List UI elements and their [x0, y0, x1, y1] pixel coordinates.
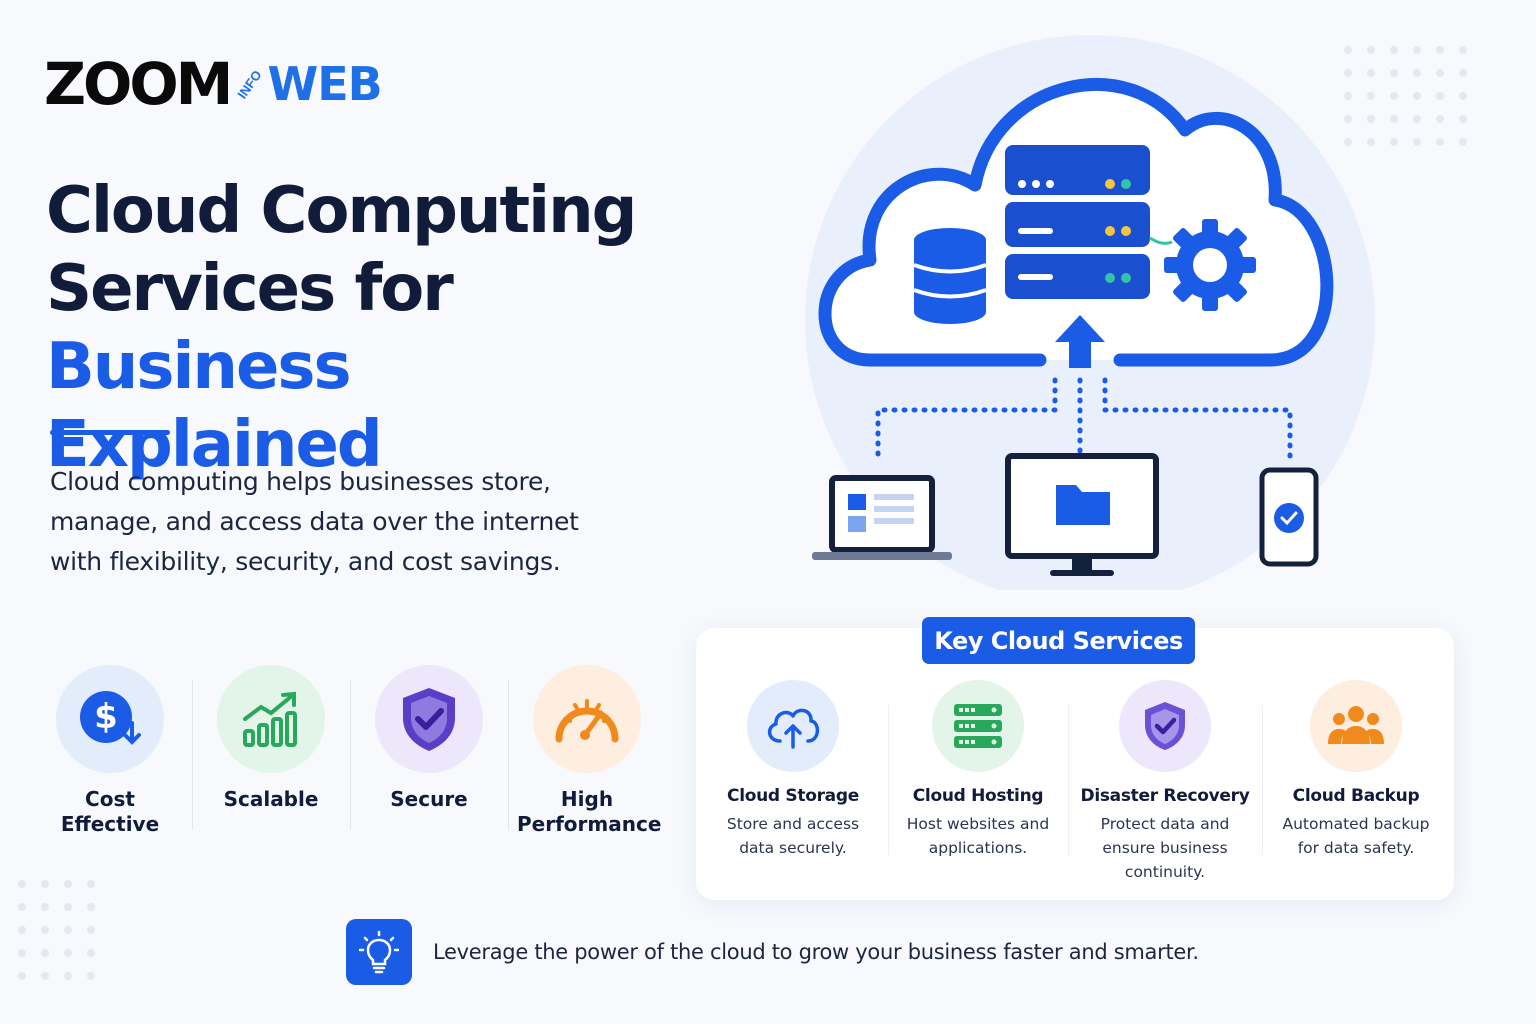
service-divider — [1068, 705, 1069, 855]
benefit-secure: Secure — [359, 665, 499, 812]
dollar-down-icon: $ — [56, 665, 164, 773]
benefit-scalable: Scalable — [201, 665, 341, 812]
service-cloud-storage: Cloud Storage Store and access data secu… — [703, 680, 883, 860]
shield-check-icon — [1119, 680, 1211, 772]
service-name: Disaster Recovery — [1080, 786, 1250, 806]
service-name: Cloud Storage — [727, 786, 859, 806]
intro-paragraph: Cloud computing helps businesses store, … — [50, 467, 579, 576]
svg-text:$: $ — [94, 697, 118, 737]
speedometer-icon — [533, 665, 641, 773]
phone-icon — [1259, 467, 1319, 567]
service-desc: Automated backup for data safety. — [1282, 815, 1430, 857]
logo-info-text: INFO — [234, 66, 265, 102]
logo-zoom-text: ZOOM — [44, 50, 233, 118]
service-desc: Protect data and ensure business continu… — [1100, 815, 1230, 881]
benefit-label-line1: Secure — [390, 787, 468, 811]
lightbulb-icon — [346, 919, 412, 985]
users-icon — [1310, 680, 1402, 772]
service-name: Cloud Hosting — [912, 786, 1044, 806]
benefit-label-line2: Performance — [517, 812, 662, 836]
decorative-dots-bottom — [18, 880, 95, 980]
server-icon — [932, 680, 1024, 772]
title-line-2: Services for — [46, 252, 454, 326]
benefit-cost-effective: $ Cost Effective — [40, 665, 180, 837]
service-cloud-hosting: Cloud Hosting Host websites and applicat… — [888, 680, 1068, 860]
services-title: Key Cloud Services — [922, 617, 1195, 664]
shield-check-icon — [375, 665, 483, 773]
benefit-divider — [192, 680, 193, 830]
title-line-1: Cloud Computing — [46, 174, 637, 248]
gear-icon — [1164, 219, 1256, 311]
title-line-3: Business Explained — [46, 330, 383, 482]
service-divider — [1262, 705, 1263, 855]
service-desc: Store and access data securely. — [726, 815, 860, 857]
service-cloud-backup: Cloud Backup Automated backup for data s… — [1266, 680, 1446, 860]
footer-tagline: Leverage the power of the cloud to grow … — [433, 940, 1199, 964]
service-name: Cloud Backup — [1292, 786, 1420, 806]
page-title: Cloud Computing Services for Business Ex… — [46, 172, 686, 484]
benefit-label-line1: High — [560, 787, 614, 811]
benefit-high-performance: High Performance — [517, 665, 662, 837]
service-desc: Host websites and applications. — [906, 815, 1050, 857]
title-underline — [50, 430, 170, 435]
cloud-illustration — [805, 35, 1375, 590]
database-icon — [913, 228, 987, 324]
logo-web-text: WEB — [267, 57, 382, 111]
benefit-divider — [508, 680, 509, 830]
services-panel — [696, 628, 1454, 900]
monitor-icon — [1005, 453, 1159, 576]
service-divider — [888, 705, 889, 855]
cloud-upload-icon — [747, 680, 839, 772]
brand-logo: ZOOM INFO WEB — [44, 44, 383, 124]
service-disaster-recovery: Disaster Recovery Protect data and ensur… — [1075, 680, 1255, 884]
benefit-label-line1: Cost — [85, 787, 135, 811]
benefit-label-line1: Scalable — [223, 787, 319, 811]
growth-chart-icon — [217, 665, 325, 773]
benefit-label-line2: Effective — [60, 812, 160, 836]
server-stack-icon — [1005, 145, 1150, 299]
laptop-icon — [812, 475, 952, 560]
decorative-dots-top — [1344, 46, 1467, 146]
benefit-divider — [350, 680, 351, 830]
